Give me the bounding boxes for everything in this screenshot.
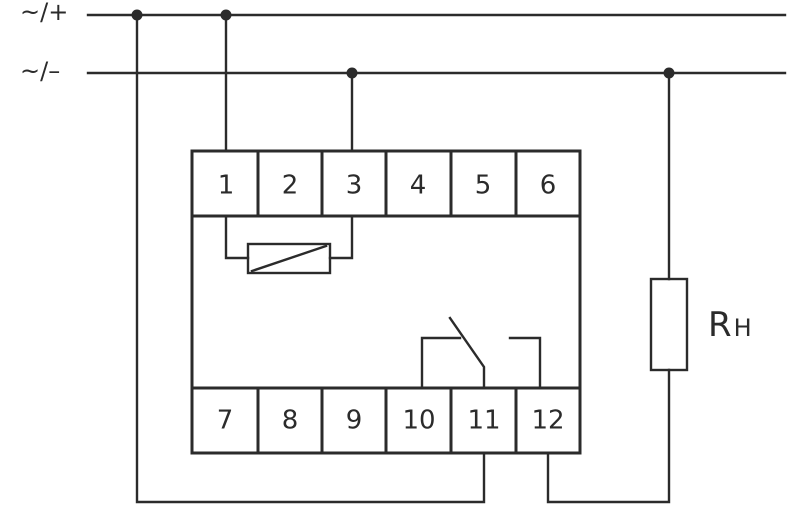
terminal-label: 2: [282, 171, 299, 201]
load-label-sub: H: [734, 314, 752, 342]
neutral-rail-label: ~/–: [20, 57, 60, 85]
wire-live-to-terminal-11: [135, 13, 486, 504]
load-resistor-body: [649, 277, 689, 372]
junction-dot: [220, 9, 232, 21]
terminal-label: 1: [218, 171, 235, 201]
terminal-label: 10: [402, 406, 435, 436]
junction-dot: [131, 9, 143, 21]
terminal-label: 4: [410, 171, 427, 201]
terminal-label: 11: [467, 406, 500, 436]
bottom-terminal-row: 7 8 9 10 11 12: [190, 386, 582, 455]
terminal-6-cell: [514, 149, 582, 218]
terminal-label: 8: [282, 406, 299, 436]
terminal-label: 5: [475, 171, 492, 201]
load-resistor-symbol: RH: [649, 277, 752, 372]
terminal-label: 9: [346, 406, 363, 436]
coil-diagonal-marker: [250, 244, 328, 273]
load-label-main: R: [708, 305, 732, 345]
load-resistor-label: RH: [708, 305, 752, 345]
terminal-label: 12: [531, 406, 564, 436]
relay-coil-symbol: [224, 214, 354, 275]
contact-nc-lead: [420, 336, 462, 390]
terminal-5-cell: [449, 149, 518, 218]
junction-dot: [346, 67, 358, 79]
relay-contact-symbol: [420, 316, 542, 390]
contact-no-lead: [508, 336, 542, 390]
contact-common-arm: [448, 316, 486, 390]
terminal-label: 7: [217, 406, 234, 436]
junction-dot: [663, 67, 675, 79]
terminal-label: 3: [346, 171, 363, 201]
terminal-2-cell: [256, 149, 324, 218]
terminal-4-cell: [384, 149, 453, 218]
wire-terminal-12-to-load: [546, 368, 671, 504]
terminal-10-cell: [384, 386, 453, 455]
live-rail-label: ~/+: [20, 0, 68, 26]
terminal-12-cell: [514, 386, 582, 455]
terminal-3-cell: [320, 149, 388, 218]
coil-lead-left: [224, 214, 250, 260]
terminal-label: 6: [540, 171, 557, 201]
top-terminal-row: 1 2 3 4 5 6: [190, 149, 582, 218]
coil-lead-right: [328, 214, 354, 260]
coil-body: [246, 242, 332, 275]
